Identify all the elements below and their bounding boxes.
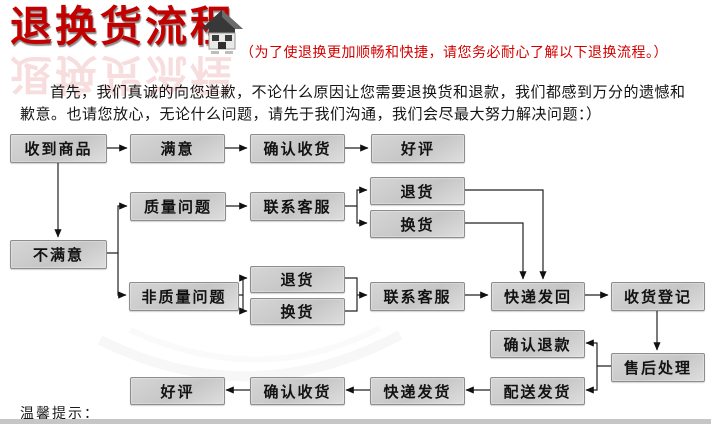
flow-node-satisfied: 满意 <box>130 134 225 163</box>
flow-node-after-sale-handling: 售后处理 <box>611 353 705 382</box>
page-subtitle: （为了使退换更加顺畅和快捷，请您务必耐心了解以下退换流程。） <box>240 44 668 60</box>
flow-node-exchange-non-quality: 换货 <box>250 298 345 325</box>
flow-node-unsatisfied: 不满意 <box>10 240 107 269</box>
flow-node-confirm-refund: 确认退款 <box>490 330 585 358</box>
flow-node-good-review-top: 好评 <box>371 134 465 163</box>
page-title: 退换货流程 <box>10 3 236 50</box>
bottom-divider-bar <box>0 419 711 424</box>
flow-node-contact-service-quality: 联系客服 <box>250 192 345 221</box>
flow-node-express-return: 快递发回 <box>491 282 585 311</box>
flow-node-return-quality: 退货 <box>370 177 465 205</box>
flow-node-confirm-receipt-top: 确认收货 <box>250 134 345 163</box>
tips-label: 温馨提示： <box>20 405 100 421</box>
flow-node-good-review-bottom: 好评 <box>130 377 225 405</box>
flow-node-receipt-register: 收货登记 <box>611 282 705 311</box>
flow-node-non-quality-issue: 非质量问题 <box>129 282 239 311</box>
flow-node-dispatch-goods: 配送发货 <box>490 377 585 405</box>
flow-node-return-non-quality: 退货 <box>250 266 345 293</box>
flow-node-contact-service-non-quality: 联系客服 <box>370 282 465 311</box>
flow-node-received-goods: 收到商品 <box>10 134 107 163</box>
flow-node-express-delivery: 快递发货 <box>370 377 465 405</box>
flow-node-exchange-quality: 换货 <box>370 210 465 238</box>
flow-node-quality-issue: 质量问题 <box>130 192 226 221</box>
flow-node-confirm-receipt-bottom: 确认收货 <box>250 377 345 405</box>
house-icon <box>201 10 243 54</box>
intro-paragraph: 首先，我们真诚的向您道歉，不论什么原因让您需要退换货和退款，我们都感到万分的遗憾… <box>20 84 686 123</box>
